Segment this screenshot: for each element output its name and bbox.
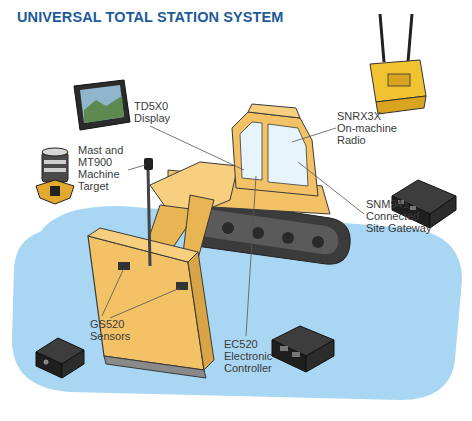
track-rollers (222, 222, 324, 248)
leader-lines (102, 126, 364, 336)
blade-top (88, 228, 198, 262)
display-device (74, 80, 130, 130)
cab (232, 112, 318, 196)
component-label: EC520 Electronic Controller (224, 338, 282, 374)
blade-side (188, 252, 214, 370)
track-inner (200, 208, 338, 254)
component-label: TD5X0 Display (134, 100, 176, 124)
component-label: SNM941 Connected Site Gateway (366, 198, 438, 234)
blade-edge (104, 356, 206, 378)
component-label: GS520 Sensors (90, 318, 136, 342)
cab-roof (248, 104, 300, 118)
machine-target-device (36, 148, 74, 204)
ground-area (12, 206, 462, 400)
component-label: SNRX3X On-machine Radio (337, 110, 399, 146)
diagram-title: UNIVERSAL TOTAL STATION SYSTEM (17, 9, 283, 25)
cab-window (240, 122, 262, 180)
cab-window (268, 124, 308, 186)
controller-device (272, 326, 334, 372)
component-label: Mast and MT900 Machine Target (78, 144, 130, 192)
sensor-device (36, 338, 84, 378)
radio-device (370, 14, 426, 114)
mast-target (144, 158, 153, 170)
mast-pole (148, 168, 150, 266)
